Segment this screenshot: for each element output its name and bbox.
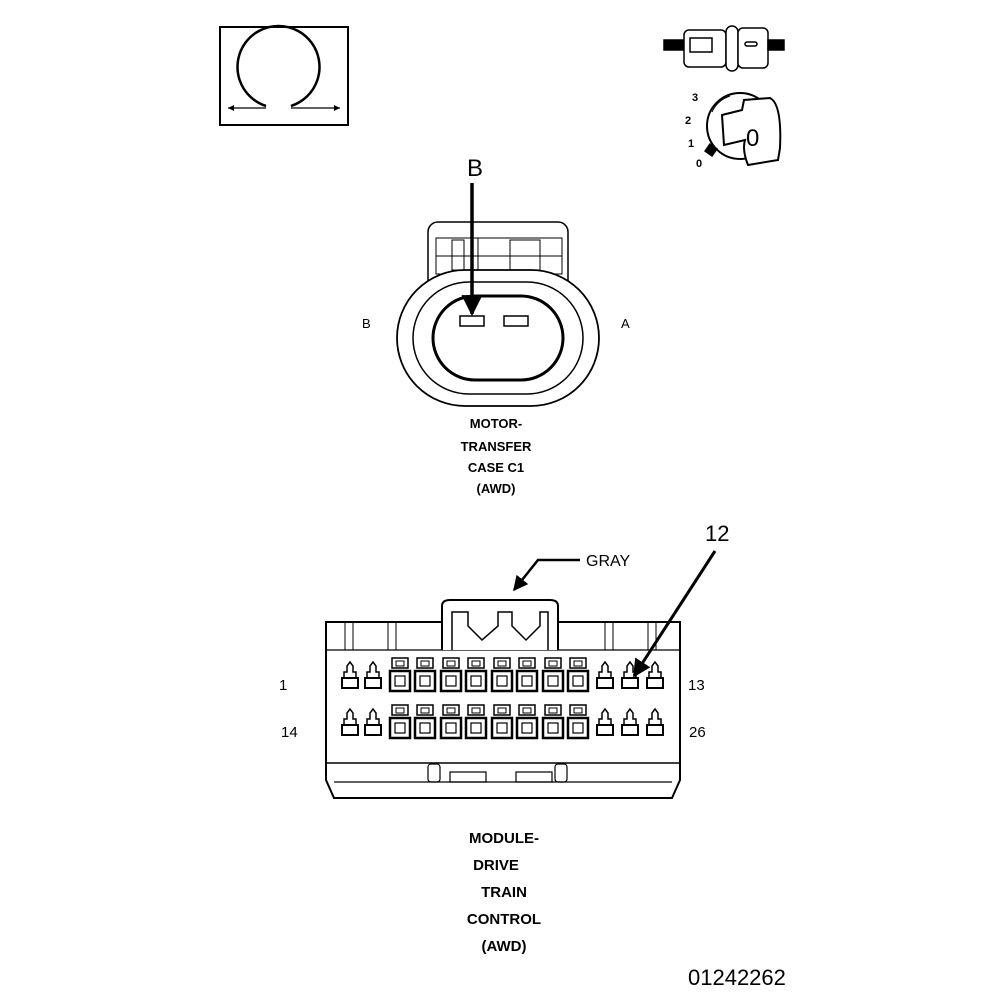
ignition-position-1: 1: [688, 138, 694, 150]
svg-text:TRAIN: TRAIN: [481, 884, 527, 901]
cavity-label-b: B: [362, 316, 371, 331]
pin-label-26: 26: [689, 724, 706, 741]
pin-label-14: 14: [281, 724, 298, 741]
pin-label-1: 1: [279, 677, 287, 694]
connector-dtc-title: MODULE- DRIVE TRAIN CONTROL (AWD): [467, 830, 541, 955]
svg-text:MOTOR-: MOTOR-: [470, 416, 522, 431]
svg-text:TRANSFER: TRANSFER: [461, 439, 532, 454]
svg-text:12: 12: [705, 521, 729, 546]
ignition-position-0: 0: [696, 158, 702, 170]
motor-transfer-case-connector: [396, 221, 600, 407]
ignition-position-2: 2: [685, 115, 691, 127]
ignition-key-label: 0: [746, 125, 759, 152]
cavity-b-callout: B: [461, 155, 483, 317]
figure-id: 01242262: [688, 965, 786, 990]
connector-c1-title: MOTOR- TRANSFER CASE C1 (AWD): [461, 416, 532, 496]
cavity-label-a: A: [621, 316, 630, 331]
pin-grid: [341, 657, 664, 740]
svg-text:MODULE-: MODULE-: [469, 830, 539, 847]
svg-text:CASE C1: CASE C1: [468, 460, 524, 475]
svg-text:GRAY: GRAY: [586, 553, 630, 570]
pin-label-13: 13: [688, 677, 705, 694]
ignition-position-3: 3: [692, 92, 698, 104]
gray-color-callout: GRAY: [513, 553, 630, 592]
ignition-key-icon: 3 2 1 0 0: [685, 92, 782, 170]
pin-12-callout: 12: [632, 521, 729, 678]
svg-text:DRIVE: DRIVE: [473, 857, 519, 874]
test-probe-icon: [663, 25, 785, 72]
ohm-meter-icon: [219, 24, 349, 126]
drive-train-control-connector: [325, 599, 681, 799]
svg-text:(AWD): (AWD): [482, 938, 527, 955]
svg-text:B: B: [467, 155, 483, 182]
svg-text:(AWD): (AWD): [477, 481, 516, 496]
svg-text:CONTROL: CONTROL: [467, 911, 541, 928]
